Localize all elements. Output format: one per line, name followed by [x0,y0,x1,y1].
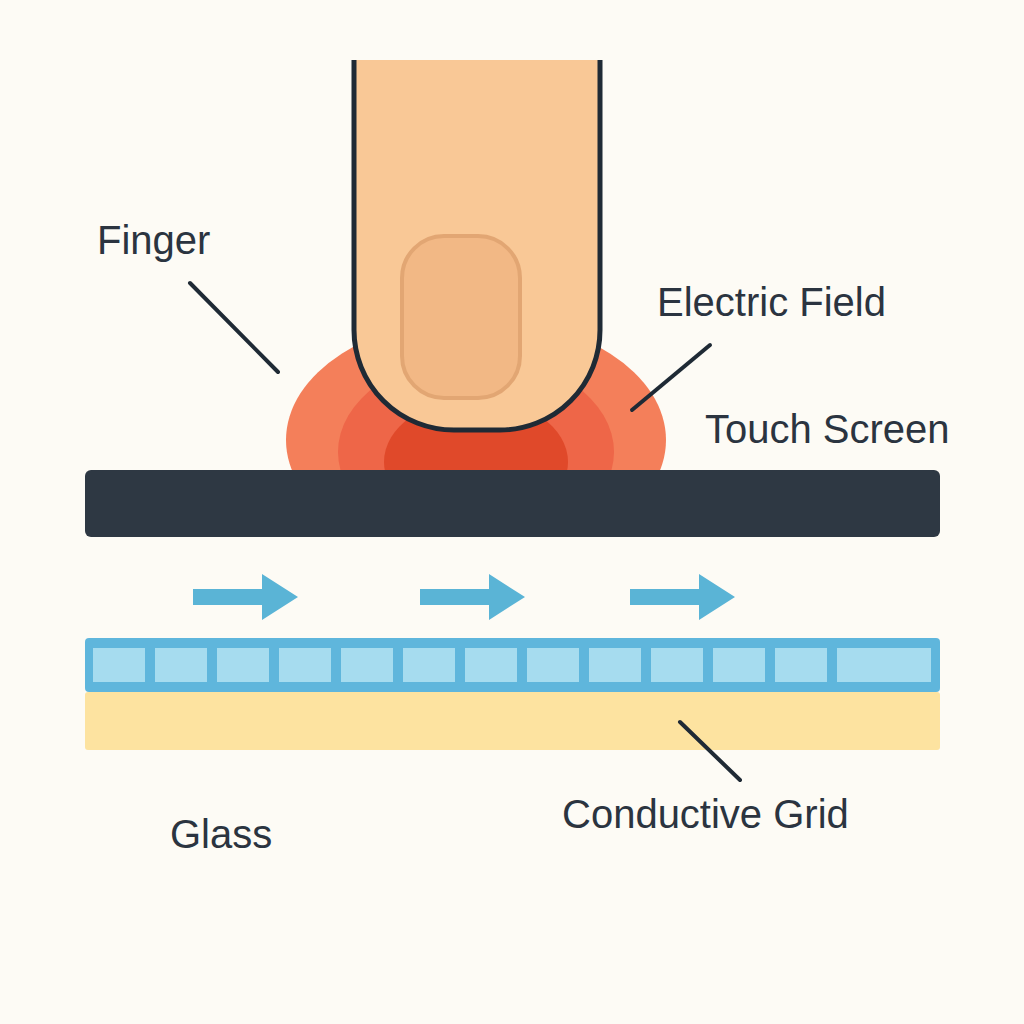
part-label: Touch Screen [705,405,950,453]
part-label: Electric Field [657,278,886,326]
finger [354,60,600,430]
leader-lines [190,283,740,780]
part-label: Finger [97,216,210,264]
grid-cell [775,648,827,682]
grid-cell [527,648,579,682]
grid-cell [589,648,641,682]
leader-line [680,722,740,780]
grid-cell [93,648,145,682]
current-arrow [420,574,525,620]
touch-screen-layer [85,470,940,537]
part-label: Glass [170,810,272,858]
fingernail [402,236,520,398]
glass-layer [85,692,940,750]
grid-cell [217,648,269,682]
current-arrow [193,574,298,620]
grid-cell [155,648,207,682]
grid-cell [403,648,455,682]
grid-cell [341,648,393,682]
conductive-grid-layer [85,638,940,692]
grid-cells [93,648,931,682]
current-arrows [193,574,735,620]
grid-cell [713,648,765,682]
grid-cell [279,648,331,682]
grid-cell [875,648,931,682]
part-label: Conductive Grid [562,790,849,838]
current-arrow [630,574,735,620]
grid-cell [465,648,517,682]
leader-line [632,345,710,410]
leader-line [190,283,278,372]
grid-cell [651,648,703,682]
